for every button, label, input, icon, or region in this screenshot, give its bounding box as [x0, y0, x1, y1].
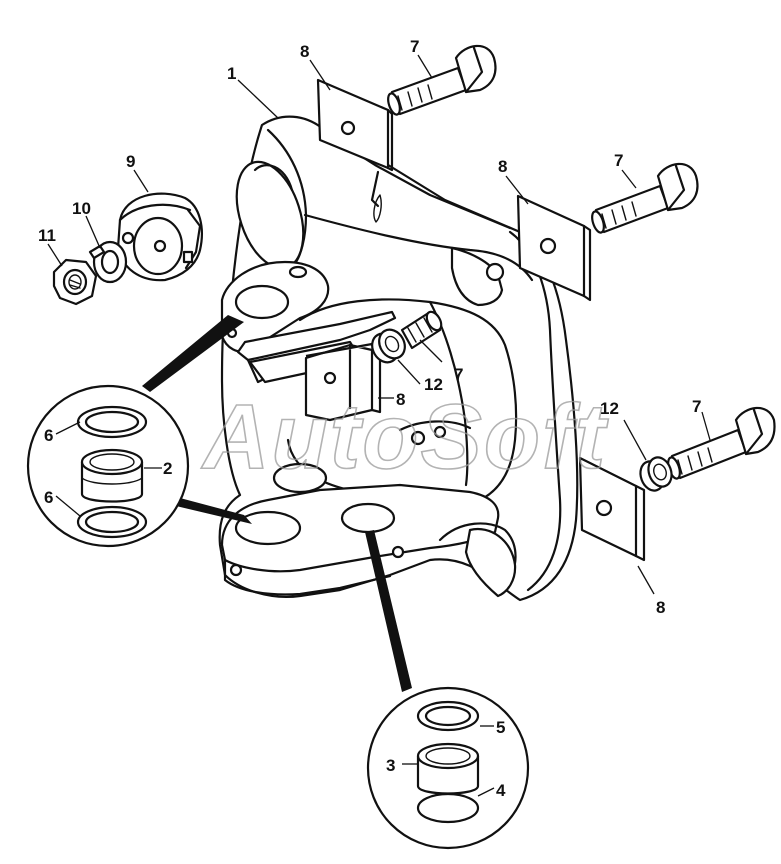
callout-8-mid: 8: [498, 157, 507, 176]
callout-7-top: 7: [410, 37, 419, 56]
detail-circle-bushing-lower: [365, 530, 530, 850]
lock-tab-washer: [88, 240, 128, 284]
callout-7-mid: 7: [614, 151, 623, 170]
cover-cap: [116, 192, 203, 282]
callout-12-inner: 12: [424, 375, 443, 394]
watermark: AutoSoft: [201, 386, 609, 488]
washer-lower-right: [639, 456, 673, 492]
callout-9: 9: [126, 152, 135, 171]
callout-5: 5: [496, 718, 505, 737]
callout-6-top: 6: [44, 426, 53, 445]
bolt-top: [387, 44, 497, 116]
callout-8-lower: 8: [656, 598, 665, 617]
bolt-lower-right: [667, 406, 776, 480]
washer-inner: [371, 328, 406, 364]
bolt-mid-right: [591, 162, 699, 234]
callout-12-right: 12: [600, 399, 619, 418]
leader-lines: [47, 54, 711, 797]
shim-plate-mid-right: [516, 194, 592, 302]
bolt-inner: [400, 310, 443, 350]
callout-7-lower: 7: [692, 397, 701, 416]
hex-nut: [52, 258, 98, 306]
callout-4: 4: [496, 781, 506, 800]
callout-10: 10: [72, 199, 91, 218]
callout-6-bottom: 6: [44, 488, 53, 507]
callout-8-inner: 8: [396, 390, 405, 409]
shim-plate-top: [316, 78, 394, 172]
shim-plate-lower-right: [578, 456, 646, 562]
callout-1: 1: [227, 64, 236, 83]
callout-8-top: 8: [300, 42, 309, 61]
callout-7-inner: 7: [454, 365, 463, 384]
callout-11: 11: [38, 226, 56, 245]
callout-labels: 1 2 3 4 5 6 6 7 7 7 7 8 8 8 8 9 10 11 12…: [38, 37, 701, 800]
callout-3: 3: [386, 756, 395, 775]
callout-2: 2: [163, 459, 172, 478]
